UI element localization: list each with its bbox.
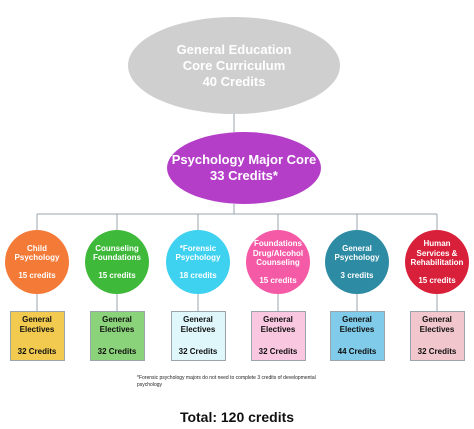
electives-credits: 32 Credits bbox=[97, 347, 137, 356]
general-education-title-line1: General Education bbox=[176, 41, 292, 57]
track-title: Human Services & Rehabilitation bbox=[410, 239, 464, 267]
electives-box: General Electives 32 Credits bbox=[250, 311, 306, 361]
track-forensic-psychology: *Forensic Psychology 18 credits bbox=[166, 230, 230, 294]
electives-label: General Electives bbox=[260, 315, 296, 334]
electives-credits: 32 Credits bbox=[417, 347, 457, 356]
track-credits: 3 credits bbox=[340, 270, 374, 280]
electives-box: General Electives 44 Credits bbox=[329, 311, 385, 361]
electives-credits: 32 Credits bbox=[258, 347, 298, 356]
electives-credits: 32 Credits bbox=[17, 347, 57, 356]
total-credits: Total: 120 credits bbox=[179, 409, 295, 425]
track-title: General Psychology bbox=[334, 243, 380, 263]
electives-label: General Electives bbox=[19, 315, 55, 334]
track-title: *Forensic Psychology bbox=[175, 243, 221, 263]
major-core-title: Psychology Major Core bbox=[171, 152, 317, 167]
electives-label: General Electives bbox=[99, 315, 135, 334]
electives-credits: 32 Credits bbox=[178, 347, 218, 356]
track-credits: 18 credits bbox=[179, 270, 217, 280]
track-human-services-rehabilitation: Human Services & Rehabilitation 15 credi… bbox=[405, 230, 469, 294]
electives-box: General Electives 32 Credits bbox=[170, 311, 226, 361]
electives-label: General Electives bbox=[339, 315, 375, 334]
general-education-node: General Education Core Curriculum 40 Cre… bbox=[128, 17, 340, 114]
track-title: Foundations Drug/Alcohol Counseling bbox=[252, 239, 304, 267]
footnote: *Forensic psychology majors do not need … bbox=[137, 375, 316, 388]
general-education-credits: 40 Credits bbox=[202, 73, 266, 89]
track-credits: 15 credits bbox=[98, 270, 136, 280]
track-drug-alcohol-counseling: Foundations Drug/Alcohol Counseling 15 c… bbox=[246, 230, 310, 294]
track-general-psychology: General Psychology 3 credits bbox=[325, 230, 389, 294]
track-child-psychology: Child Psychology 15 credits bbox=[5, 230, 69, 294]
electives-box: General Electives 32 Credits bbox=[9, 311, 65, 361]
electives-box: General Electives 32 Credits bbox=[409, 311, 465, 361]
major-core-credits: 33 Credits* bbox=[210, 168, 278, 183]
track-counseling-foundations: Counseling Foundations 15 credits bbox=[85, 230, 149, 294]
track-title: Counseling Foundations bbox=[93, 243, 141, 263]
track-credits: 15 credits bbox=[418, 275, 456, 285]
general-education-title-line2: Core Curriculum bbox=[182, 57, 286, 73]
electives-credits: 44 Credits bbox=[337, 347, 377, 356]
track-title: Child Psychology bbox=[14, 243, 60, 263]
electives-label: General Electives bbox=[419, 315, 455, 334]
electives-label: General Electives bbox=[180, 315, 216, 334]
psychology-major-core-node: Psychology Major Core 33 Credits* bbox=[167, 132, 321, 204]
track-credits: 15 credits bbox=[259, 275, 297, 285]
track-credits: 15 credits bbox=[18, 270, 56, 280]
electives-box: General Electives 32 Credits bbox=[89, 311, 145, 361]
